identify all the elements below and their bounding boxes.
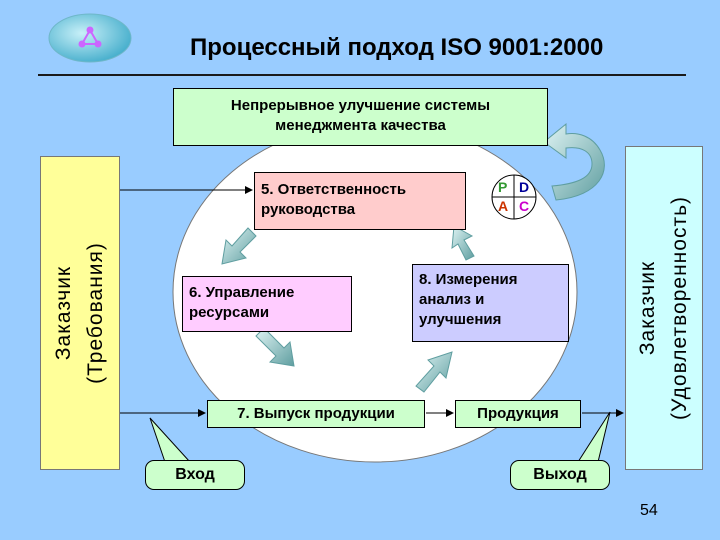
product-box: Продукция [455, 400, 581, 428]
pdca-letter-c: C [519, 198, 530, 214]
measurement-line-2: анализ и [419, 291, 485, 308]
customer-right-line-1: Заказчик [636, 260, 659, 356]
u-turn-arrow-icon [543, 122, 605, 201]
input-callout-pointer [149, 417, 192, 463]
pdca-letter-a: A [498, 198, 509, 214]
output-tag: Выход [510, 460, 610, 490]
customer-satisfaction-label: Заказчик (Удовлетворенность) [632, 196, 696, 420]
management-responsibility-box: 5. Ответственность руководства [254, 172, 466, 230]
logo [49, 14, 131, 62]
curved-block-arrow-icon [221, 225, 475, 393]
responsibility-line-2: руководства [261, 201, 356, 218]
pdca-cycle-icon [491, 174, 537, 220]
resources-line-2: ресурсами [189, 304, 270, 321]
product-release-box: 7. Выпуск продукции [207, 400, 425, 428]
pdca-letter-d: D [519, 179, 530, 195]
input-tag: Вход [145, 460, 245, 490]
resource-management-box: 6. Управление ресурсами [182, 276, 352, 332]
responsibility-line-1: 5. Ответственность [261, 181, 407, 198]
continuous-improvement-box: Непрерывное улучшение системы менеджмент… [173, 88, 548, 146]
measurement-line-3: улучшения [419, 311, 502, 328]
customer-requirements-label: Заказчик (Требования) [48, 242, 112, 384]
title-divider [38, 74, 686, 76]
pdca-letter-p: P [498, 179, 508, 195]
measurement-analysis-box: 8. Измерения анализ и улучшения [412, 264, 569, 342]
resources-line-1: 6. Управление [189, 284, 295, 301]
customer-satisfaction-bar: Заказчик (Удовлетворенность) [625, 146, 703, 470]
customer-left-line-2: (Требования) [84, 242, 107, 384]
page-number: 54 [640, 502, 658, 519]
output-callout-pointer [577, 411, 611, 463]
customer-requirements-bar: Заказчик (Требования) [40, 156, 120, 470]
continuous-improvement-line-2: менеджмента качества [275, 117, 446, 134]
measurement-line-1: 8. Измерения [419, 271, 518, 288]
page-title: Процессный подход ISO 9001:2000 [190, 34, 604, 61]
continuous-improvement-line-1: Непрерывное улучшение системы [230, 97, 491, 114]
customer-right-line-2: (Удовлетворенность) [668, 195, 691, 421]
triangle-nodes-logo-icon [48, 13, 132, 63]
customer-left-line-1: Заказчик [52, 265, 75, 361]
